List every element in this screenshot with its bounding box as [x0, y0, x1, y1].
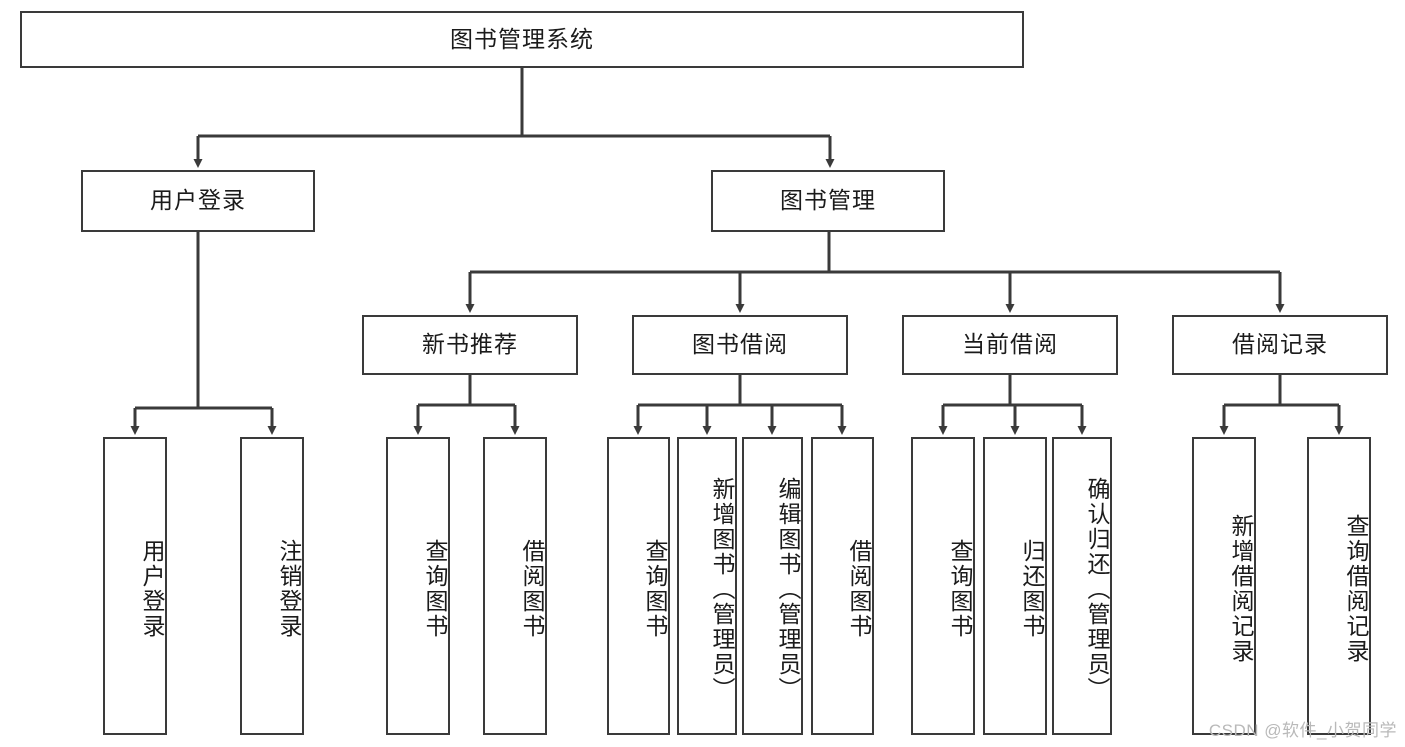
node-leaf-return-book[interactable]: 归还图书 [983, 437, 1047, 735]
node-book-borrow[interactable]: 图书借阅 [632, 315, 848, 375]
node-book-manage[interactable]: 图书管理 [711, 170, 945, 232]
node-leaf-confirm-return[interactable]: 确认归还（管理员） [1052, 437, 1112, 735]
node-borrow-record[interactable]: 借阅记录 [1172, 315, 1388, 375]
node-leaf-logout-label: 注销登录 [276, 539, 302, 639]
node-leaf-borrow-book-2-label: 借阅图书 [846, 539, 872, 639]
node-borrow-record-label: 借阅记录 [1232, 331, 1328, 358]
node-new-book-rec[interactable]: 新书推荐 [362, 315, 578, 375]
node-book-borrow-label: 图书借阅 [692, 331, 788, 358]
node-current-borrow[interactable]: 当前借阅 [902, 315, 1118, 375]
node-leaf-add-record[interactable]: 新增借阅记录 [1192, 437, 1256, 735]
node-root-label: 图书管理系统 [450, 25, 594, 52]
node-new-book-rec-label: 新书推荐 [422, 331, 518, 358]
node-user-login-label: 用户登录 [150, 187, 246, 214]
node-leaf-user-login[interactable]: 用户登录 [103, 437, 167, 735]
node-leaf-query-book-3[interactable]: 查询图书 [911, 437, 975, 735]
node-leaf-user-login-label: 用户登录 [139, 539, 165, 639]
node-book-manage-label: 图书管理 [780, 187, 876, 214]
node-leaf-edit-book[interactable]: 编辑图书（管理员） [742, 437, 803, 735]
node-leaf-edit-book-label: 编辑图书（管理员） [775, 476, 801, 702]
node-leaf-confirm-return-label: 确认归还（管理员） [1084, 476, 1110, 702]
node-root[interactable]: 图书管理系统 [20, 11, 1024, 68]
node-leaf-logout[interactable]: 注销登录 [240, 437, 304, 735]
node-leaf-query-record[interactable]: 查询借阅记录 [1307, 437, 1371, 735]
node-leaf-add-book-label: 新增图书（管理员） [709, 476, 735, 702]
node-leaf-query-record-label: 查询借阅记录 [1343, 514, 1369, 664]
node-leaf-borrow-book-1-label: 借阅图书 [519, 539, 545, 639]
node-leaf-query-book-1-label: 查询图书 [422, 539, 448, 639]
watermark-text: CSDN @软件_小贺同学 [1208, 721, 1397, 740]
node-current-borrow-label: 当前借阅 [962, 331, 1058, 358]
node-leaf-borrow-book-2[interactable]: 借阅图书 [811, 437, 874, 735]
node-leaf-query-book-2[interactable]: 查询图书 [607, 437, 670, 735]
node-leaf-add-record-label: 新增借阅记录 [1228, 514, 1254, 664]
node-leaf-query-book-1[interactable]: 查询图书 [386, 437, 450, 735]
node-leaf-add-book[interactable]: 新增图书（管理员） [677, 437, 737, 735]
node-leaf-query-book-3-label: 查询图书 [947, 539, 973, 639]
node-leaf-borrow-book-1[interactable]: 借阅图书 [483, 437, 547, 735]
node-leaf-query-book-2-label: 查询图书 [642, 539, 668, 639]
node-leaf-return-book-label: 归还图书 [1019, 539, 1045, 639]
node-user-login[interactable]: 用户登录 [81, 170, 315, 232]
